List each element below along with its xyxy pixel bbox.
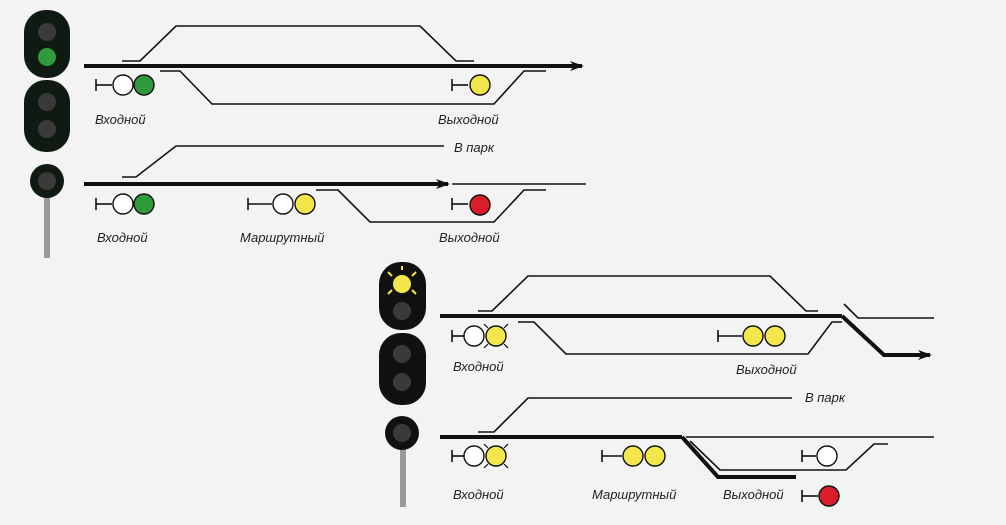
exit-signal xyxy=(451,74,491,96)
lamp-off-icon xyxy=(393,345,411,363)
white-lamp-icon xyxy=(463,445,485,467)
track-layout-lower-1: В парк Входной Маршрутный xyxy=(84,140,586,245)
lamp-off-icon xyxy=(393,373,411,391)
green-lamp-icon xyxy=(133,74,155,96)
flash-rays-icon xyxy=(483,323,509,349)
green-lamp-icon xyxy=(38,48,56,66)
label-to-park-1: В парк xyxy=(454,140,495,155)
label-exit-main-1: Выходной xyxy=(438,112,499,127)
lamp-off-icon xyxy=(393,302,411,320)
route-signal xyxy=(247,193,316,215)
entry-signal xyxy=(95,74,155,96)
green-lamp-icon xyxy=(133,193,155,215)
exit-signal xyxy=(451,194,491,216)
label-exit-side-1: Выходной xyxy=(439,230,500,245)
yellow-lamp-icon xyxy=(294,193,316,215)
label-exit-main-2: Выходной xyxy=(736,362,797,377)
park-track xyxy=(122,145,444,178)
white-lamp-icon xyxy=(816,445,838,467)
siding-track-lower xyxy=(518,321,842,355)
flash-rays-icon xyxy=(483,443,509,469)
yellow-lamp-icon xyxy=(485,445,507,467)
track-continuation xyxy=(843,303,934,319)
lamp-off-icon xyxy=(38,23,56,41)
yellow-lamp-icon xyxy=(469,74,491,96)
lamp-off-icon xyxy=(38,172,56,190)
track-layout-lower-2: В парк Входной xyxy=(440,390,934,507)
label-entry-main-1: Входной xyxy=(95,112,146,127)
shunt-signal xyxy=(801,445,838,467)
siding-track-upper xyxy=(122,25,474,62)
label-entry-side-1: Входной xyxy=(97,230,148,245)
exit-signal xyxy=(801,485,840,507)
signal-mast-pole xyxy=(44,190,50,258)
track-layout-upper-2: Входной Выходной xyxy=(440,275,934,377)
lamp-off-icon xyxy=(393,424,411,442)
mast-signal-2 xyxy=(379,262,426,507)
lamp-off-icon xyxy=(38,120,56,138)
entry-signal xyxy=(95,193,155,215)
mast-signal-1 xyxy=(24,10,70,258)
exit-signal xyxy=(717,325,786,347)
white-lamp-icon xyxy=(272,193,294,215)
siding-track-lower xyxy=(316,189,546,223)
signal-head-upper xyxy=(24,10,70,78)
signal-head-lower xyxy=(24,80,70,152)
label-route-1: Маршрутный xyxy=(240,230,324,245)
flash-rays-icon xyxy=(387,266,417,295)
white-lamp-icon xyxy=(463,325,485,347)
yellow-lamp-icon xyxy=(764,325,786,347)
diverging-main-track xyxy=(840,314,932,360)
lamp-off-icon xyxy=(38,93,56,111)
siding-track-lower xyxy=(160,70,546,105)
red-lamp-icon xyxy=(818,485,840,507)
diverging-main-track xyxy=(680,435,796,479)
track-layout-upper-1: Входной Выходной xyxy=(84,25,584,127)
white-lamp-icon xyxy=(112,74,134,96)
yellow-lamp-icon xyxy=(622,445,644,467)
siding-track-upper xyxy=(478,275,818,312)
signal-head-lower xyxy=(379,333,426,405)
label-exit-side-2: Выходной xyxy=(723,487,784,502)
yellow-lamp-icon xyxy=(644,445,666,467)
label-entry-side-2: Входной xyxy=(453,487,504,502)
entry-signal xyxy=(451,323,509,349)
label-entry-main-2: Входной xyxy=(453,359,504,374)
scheme-1: Входной Выходной В парк Входной xyxy=(24,10,586,258)
yellow-lamp-icon xyxy=(393,275,411,293)
signal-head-upper xyxy=(379,262,426,330)
yellow-lamp-icon xyxy=(485,325,507,347)
entry-signal xyxy=(451,443,509,469)
label-to-park-2: В парк xyxy=(805,390,846,405)
yellow-lamp-icon xyxy=(742,325,764,347)
red-lamp-icon xyxy=(469,194,491,216)
scheme-2: Входной Выходной В парк xyxy=(379,262,934,507)
route-signal xyxy=(601,445,666,467)
signal-mast-pole xyxy=(400,445,406,507)
park-track xyxy=(478,397,792,433)
white-lamp-icon xyxy=(112,193,134,215)
label-route-2: Маршрутный xyxy=(592,487,676,502)
siding-track-lower xyxy=(689,440,888,471)
